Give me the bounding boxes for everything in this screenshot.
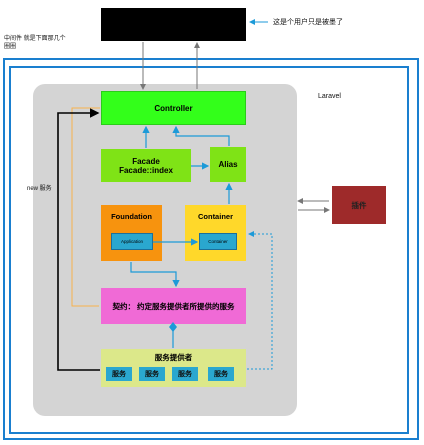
application-label: Application (120, 239, 143, 244)
contract-label: 契约： 约定服务提供者所提供的服务 (112, 301, 235, 311)
plugin-box: 插件 (332, 186, 386, 224)
middleware-note: 中间件 就是下面那几个 圈圈 (4, 36, 66, 50)
providers-box: 服务提供者 服务 服务 服务 服务 (101, 349, 246, 387)
container-label: Container (197, 212, 233, 221)
facade-index-label: Facade::index (119, 165, 173, 175)
new-service-label: new 服务 (27, 186, 52, 192)
laravel-title: Laravel (318, 93, 341, 100)
application-box: Application (111, 233, 153, 250)
controller-label: Controller (154, 103, 193, 113)
plugin-label: 插件 (351, 200, 367, 210)
container-inner-label: Container (208, 239, 228, 244)
controller-box: Controller (101, 91, 246, 125)
foundation-to-contract-arrow (130, 262, 180, 288)
alias-to-controller-arrow (172, 125, 230, 146)
alias-label: Alias (218, 160, 238, 169)
providers-to-container-dotted (247, 231, 273, 370)
alias-box: Alias (210, 147, 246, 182)
facade-label: Facade (132, 156, 160, 166)
new-service-arrow (57, 108, 100, 371)
contract-box: 契约： 约定服务提供者所提供的服务 (101, 288, 246, 324)
container-box: Container Container (185, 205, 246, 261)
service-item: 服务 (106, 367, 132, 381)
foundation-label: Foundation (111, 212, 152, 221)
service-item: 服务 (208, 367, 234, 381)
providers-label: 服务提供者 (154, 353, 193, 362)
user-note: 这是个用户只是被墨了 (273, 19, 343, 26)
contract-diamond (169, 322, 177, 332)
service-item: 服务 (139, 367, 165, 381)
controller-to-contract-dotted (71, 107, 100, 307)
container-inner-box: Container (199, 233, 237, 250)
foundation-box: Foundation Application (101, 205, 162, 261)
facade-box: Facade Facade::index (101, 149, 191, 182)
user-box (101, 8, 246, 41)
inner-frame (9, 66, 409, 434)
service-item: 服务 (172, 367, 198, 381)
outer-frame (3, 58, 419, 440)
